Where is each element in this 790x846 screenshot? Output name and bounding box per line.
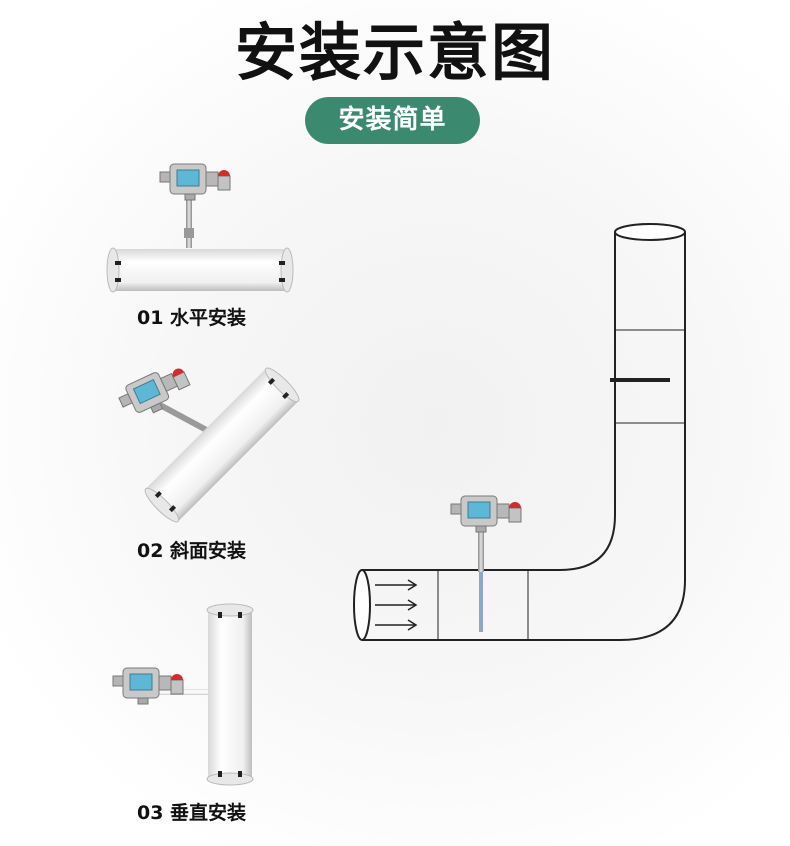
vertical-install-illustration <box>112 603 254 786</box>
horizontal-install-illustration <box>106 163 294 293</box>
method-label-vertical: 03 垂直安装 <box>137 802 247 824</box>
inclined-install-illustration <box>115 360 300 523</box>
method-label-horizontal: 01 水平安装 <box>137 307 247 329</box>
install-easy-badge: 安装简单 <box>305 97 480 144</box>
method-label-inclined: 02 斜面安装 <box>137 540 247 562</box>
pipe-flow-diagram <box>353 223 686 641</box>
flow-arrow-icon <box>375 579 418 631</box>
page-title: 安装示意图 <box>234 16 555 89</box>
sensor-on-pipe <box>450 495 522 632</box>
